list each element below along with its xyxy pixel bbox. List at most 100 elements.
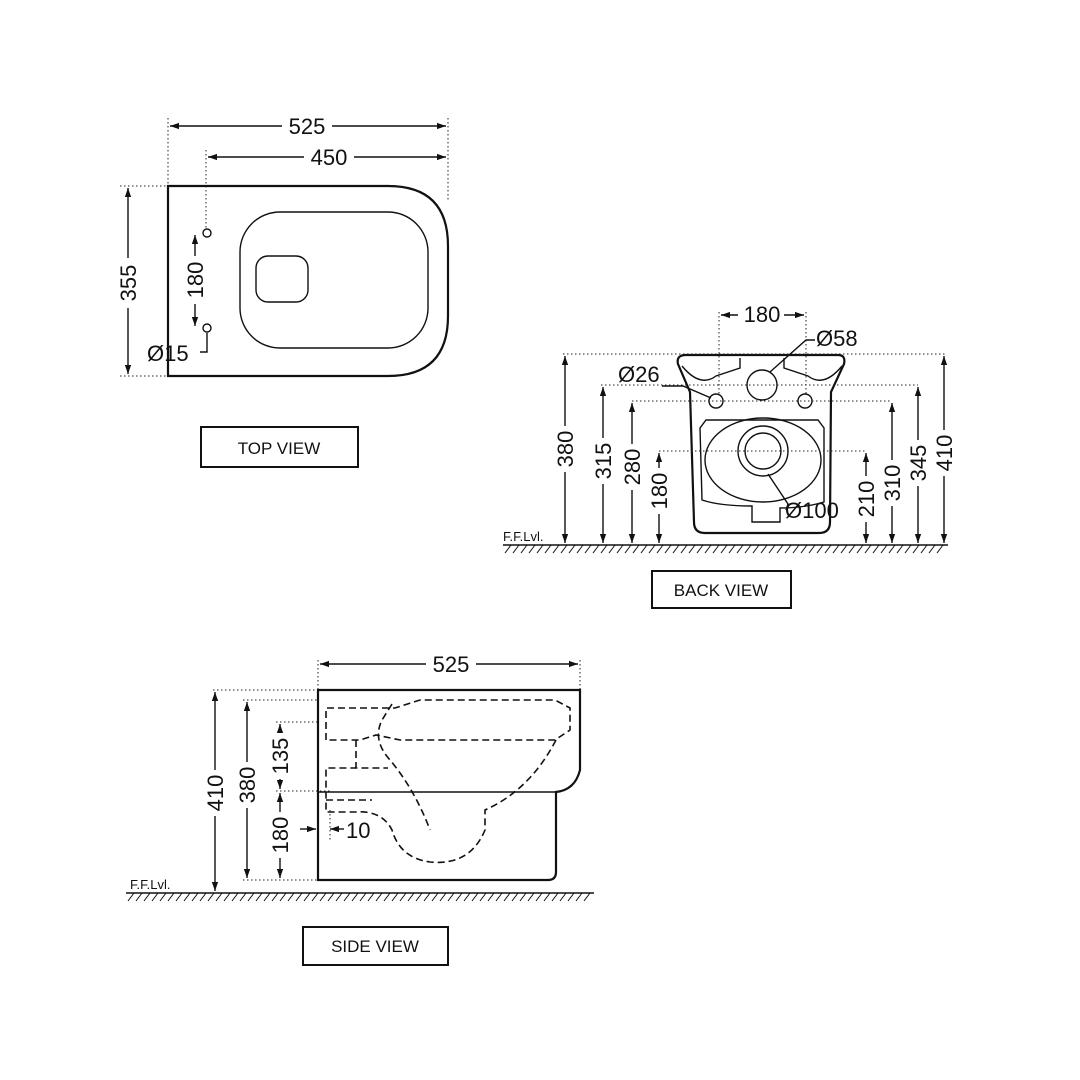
floor-hatch-line: [535, 892, 543, 902]
floor-hatch-line: [399, 892, 407, 902]
back-view-label: BACK VIEW: [674, 581, 768, 600]
floor-hatch-line: [287, 892, 295, 902]
floor-hatch-line: [359, 892, 367, 902]
floor-hatch-line: [864, 544, 872, 554]
floor-hatch-line: [872, 544, 880, 554]
floor-hatch-line: [415, 892, 423, 902]
floor-hatch-line: [295, 892, 303, 902]
dim-side-h410: 410: [203, 775, 228, 812]
floor-hatch-line: [575, 892, 583, 902]
floor-hatch-line: [552, 544, 560, 554]
floor-hatch-line: [271, 892, 279, 902]
floor-hatch-line: [383, 892, 391, 902]
floor-hatch-line: [479, 892, 487, 902]
floor-hatch-line: [423, 892, 431, 902]
floor-hatch-line: [648, 544, 656, 554]
floor-hatch-line: [527, 892, 535, 902]
floor-hatch-line: [135, 892, 143, 902]
floor-hatch-line: [327, 892, 335, 902]
floor-hatch-line: [512, 544, 520, 554]
back-view-label-box: [651, 570, 792, 609]
floor-hatch-line: [568, 544, 576, 554]
floor-hatch-line: [263, 892, 271, 902]
floor-hatch-line: [728, 544, 736, 554]
floor-hatch-line: [520, 544, 528, 554]
floor-hatch-line: [688, 544, 696, 554]
floor-hatch-line: [495, 892, 503, 902]
dim-back-h315: 315: [591, 443, 616, 480]
floor-hatch-line: [912, 544, 920, 554]
floor-hatch-line: [808, 544, 816, 554]
dim-back-h380: 380: [553, 431, 578, 468]
floor-hatch-line: [768, 544, 776, 554]
dim-side-h180: 180: [268, 817, 293, 854]
floor-hatch-line: [584, 544, 592, 554]
floor-hatch-line: [343, 892, 351, 902]
floor-hatch-line: [439, 892, 447, 902]
floor-hatch-line: [824, 544, 832, 554]
bowl-back-profile: [699, 419, 825, 523]
floor-hatch-line: [223, 892, 231, 902]
dim-back-hole-spacing: 180: [744, 302, 781, 327]
dim-top-length: 525: [289, 114, 326, 139]
floor-hatch-line: [351, 892, 359, 902]
floor-hatch-line: [207, 892, 215, 902]
dim-top-hole-offset: 450: [311, 145, 348, 170]
back-view: F.F.Lvl. 180 Ø58 Ø26 Ø100 380: [503, 302, 957, 609]
dim-side-h10: 10: [346, 818, 370, 843]
floor-hatch-line: [888, 544, 896, 554]
floor-hatch-line: [255, 892, 263, 902]
floor-hatch-line: [551, 892, 559, 902]
floor-hatch-line: [431, 892, 439, 902]
floor-hatch-line: [487, 892, 495, 902]
floor-hatch-line: [752, 544, 760, 554]
floor-hatch-line: [624, 544, 632, 554]
floor-hatch-line: [567, 892, 575, 902]
top-view-label-box: [200, 426, 359, 468]
floor-hatch-line: [632, 544, 640, 554]
floor-hatch-line: [920, 544, 928, 554]
floor-hatch-line: [519, 892, 527, 902]
floor-hatch-line: [600, 544, 608, 554]
top-view: 525 450 355 180 Ø15 TOP VIEW: [114, 112, 450, 468]
dim-side-h135: 135: [268, 738, 293, 775]
floor-hatch-line: [247, 892, 255, 902]
floor-hatch-line: [856, 544, 864, 554]
floor-hatch-line: [544, 544, 552, 554]
dim-side-length: 525: [433, 652, 470, 677]
top-view-label: TOP VIEW: [238, 439, 321, 458]
floor-hatch-line: [560, 544, 568, 554]
floor-level-label: F.F.Lvl.: [130, 877, 170, 892]
floor-hatch-line: [143, 892, 151, 902]
hidden-rim-channel: [325, 699, 571, 741]
floor-hatch-line: [840, 544, 848, 554]
dim-back-outlet-dia: Ø100: [785, 498, 839, 523]
floor-hatch-line: [407, 892, 415, 902]
floor-hatch-line: [760, 544, 768, 554]
dim-back-inlet-dia: Ø58: [816, 326, 858, 351]
floor-hatch-line: [191, 892, 199, 902]
floor-hatch-line: [880, 544, 888, 554]
floor-hatch-line: [167, 892, 175, 902]
floor-hatch-line: [504, 544, 512, 554]
floor-hatch-line: [375, 892, 383, 902]
floor-hatch-line: [680, 544, 688, 554]
bowl-opening: [239, 211, 429, 349]
dim-back-h345: 345: [906, 445, 931, 482]
flush-outlet: [255, 255, 309, 303]
floor-hatch-line: [712, 544, 720, 554]
floor-hatch-line: [720, 544, 728, 554]
floor-hatch-line: [672, 544, 680, 554]
back-view-outline: [676, 353, 846, 535]
floor-hatch-line: [215, 892, 223, 902]
floor-hatch-line: [511, 892, 519, 902]
floor-hatch-line: [175, 892, 183, 902]
floor-hatch-line: [536, 544, 544, 554]
floor-hatch-line: [503, 892, 511, 902]
floor-hatch-line: [231, 892, 239, 902]
floor-hatch-line: [583, 892, 591, 902]
floor-hatch-line: [896, 544, 904, 554]
floor-hatch: [127, 892, 591, 902]
floor-hatch-line: [159, 892, 167, 902]
top-view-outline: [166, 184, 450, 378]
